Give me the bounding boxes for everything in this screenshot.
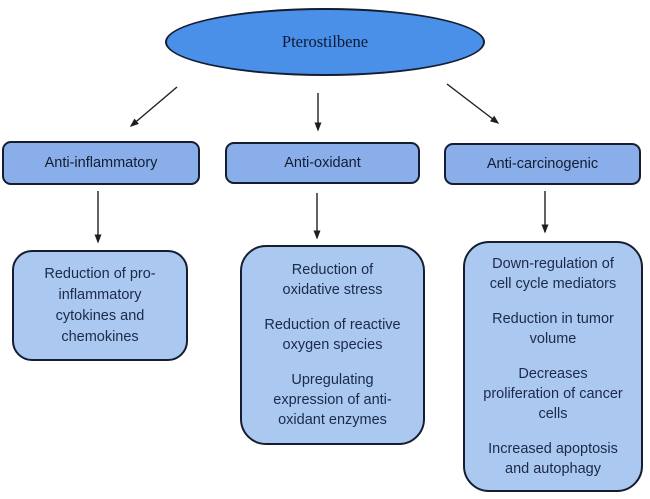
effect-text: Increased apoptosis and autophagy <box>488 441 618 477</box>
effect-text: Upregulating expression of anti-oxidant … <box>273 372 392 428</box>
node-anti-oxidant-effects: Reduction of oxidative stress Reduction … <box>240 245 425 445</box>
category-label: Anti-carcinogenic <box>486 156 599 172</box>
effect-text: Reduction of pro-inflammatory cytokines … <box>44 265 156 345</box>
node-anti-oxidant: Anti-oxidant <box>225 142 420 184</box>
node-root-pterostilbene: Pterostilbene <box>165 8 485 76</box>
root-label: Pterostilbene <box>281 32 369 51</box>
category-label: Anti-oxidant <box>284 155 361 171</box>
effect-text: Reduction of reactive oxygen species <box>264 317 401 353</box>
node-anti-inflammatory: Anti-inflammatory <box>2 141 200 185</box>
effect-text: Reduction in tumor volume <box>492 311 614 347</box>
effect-text: Down-regulation of cell cycle mediators <box>489 256 617 292</box>
effect-text: Reduction of oxidative stress <box>282 262 383 298</box>
node-anti-carcinogenic-effects: Down-regulation of cell cycle mediators … <box>463 241 643 492</box>
arrow-root-to-anti-carcinogenic <box>446 83 500 124</box>
node-anti-inflammatory-effects: Reduction of pro-inflammatory cytokines … <box>12 250 188 361</box>
category-label: Anti-inflammatory <box>44 155 158 171</box>
node-anti-carcinogenic: Anti-carcinogenic <box>444 143 641 185</box>
effect-text: Decreases proliferation of cancer cells <box>483 366 623 422</box>
arrow-root-to-anti-inflammatory <box>129 86 178 127</box>
